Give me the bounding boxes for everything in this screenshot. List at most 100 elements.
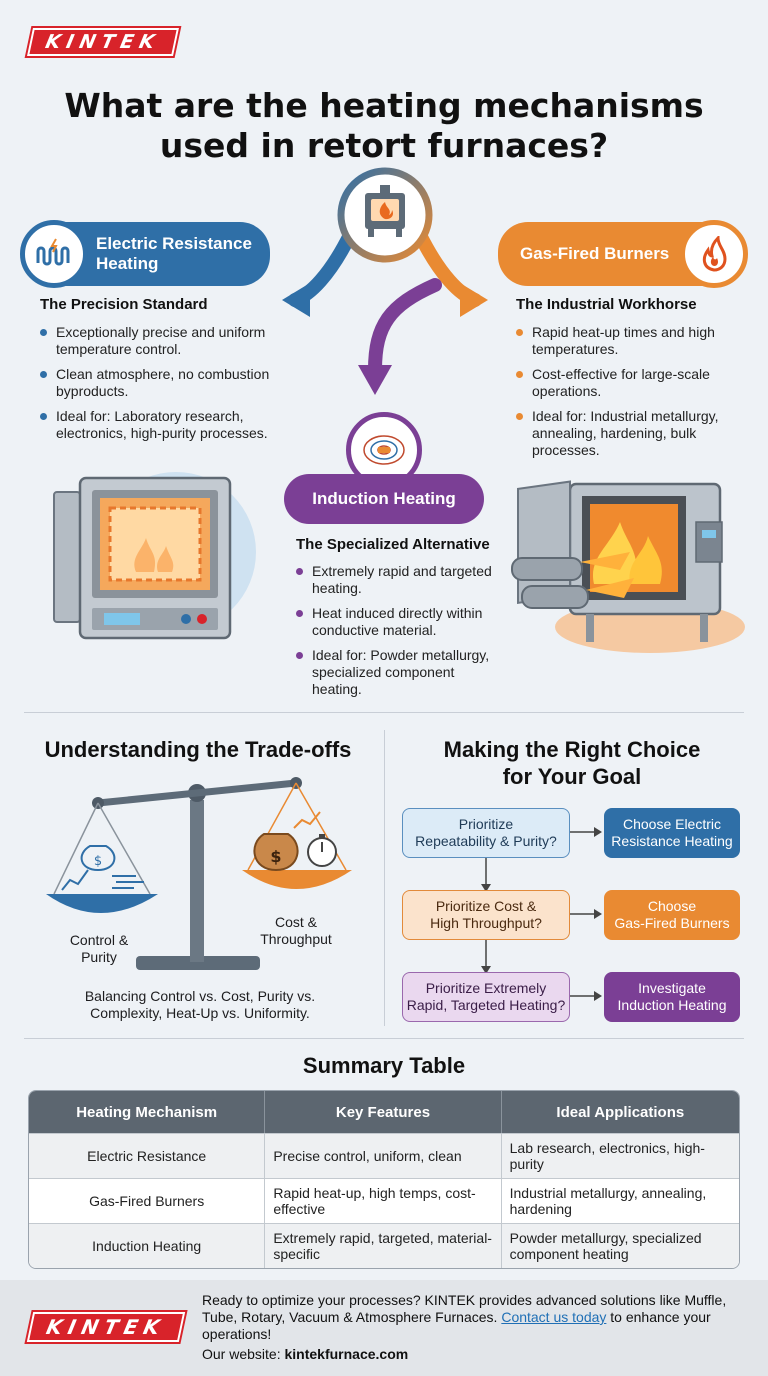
summary-table-wrap: Heating Mechanism Key Features Ideal App…	[28, 1090, 740, 1269]
q-line: Prioritize Cost &	[435, 898, 537, 914]
electric-bullet: Clean atmosphere, no combustion byproduc…	[38, 366, 283, 400]
cost-label-line2: Throughput	[260, 931, 332, 947]
electric-furnace-illustration	[53, 472, 256, 640]
website-link[interactable]: kintekfurnace.com	[284, 1346, 409, 1362]
website-label: Our website:	[202, 1346, 281, 1362]
electric-label-line1: Electric Resistance	[96, 234, 252, 253]
caption-line2: Complexity, Heat-Up vs. Uniformity.	[90, 1005, 310, 1021]
tradeoffs-caption: Balancing Control vs. Cost, Purity vs. C…	[24, 988, 376, 1022]
a-line: Choose	[647, 898, 697, 914]
table-cell: Rapid heat-up, high temps, cost-effectiv…	[265, 1178, 502, 1223]
money-bag-icon: $	[80, 845, 116, 872]
electric-label-line2: Heating	[96, 254, 159, 273]
footer-text: Ready to optimize your processes? KINTEK…	[202, 1292, 732, 1343]
table-cell: Extremely rapid, targeted, material-spec…	[265, 1223, 502, 1268]
svg-text:$: $	[270, 847, 281, 866]
stopwatch-icon	[307, 834, 337, 867]
gas-bullet: Rapid heat-up times and high temperature…	[514, 324, 744, 358]
svg-text:$: $	[94, 854, 102, 869]
a-line: Induction Heating	[617, 997, 727, 1013]
choice-title-line2: for Your Goal	[502, 764, 642, 789]
logo-text: KINTEK	[43, 31, 163, 53]
electric-bullets: Exceptionally precise and uniform temper…	[38, 324, 283, 450]
title-line-1: What are the heating mechanisms	[64, 86, 704, 125]
summary-title: Summary Table	[302, 1053, 466, 1078]
gas-bullet: Cost-effective for large-scale operation…	[514, 366, 744, 400]
footer-text-before: Ready to optimize your processes? KINTEK…	[202, 1292, 727, 1325]
wind-icon	[112, 875, 144, 889]
induction-label-text: Induction Heating	[312, 489, 456, 508]
choice-title-line1: Making the Right Choice	[443, 737, 701, 762]
induction-bullets: Extremely rapid and targeted heating. He…	[294, 563, 504, 706]
gas-furnace-illustration	[511, 480, 745, 653]
gas-bullet: Ideal for: Industrial metallurgy, anneal…	[514, 408, 744, 459]
mechanism-arrows	[282, 167, 488, 395]
furnace-icon	[365, 185, 405, 237]
footer-logo-text: KINTEK	[44, 1315, 168, 1339]
gas-label-text: Gas-Fired Burners	[520, 244, 670, 263]
a-line: Gas-Fired Burners	[614, 915, 730, 931]
a-line: Resistance Heating	[611, 833, 733, 849]
electric-bullet: Exceptionally precise and uniform temper…	[38, 324, 283, 358]
brand-logo[interactable]: KINTEK	[27, 28, 179, 56]
q-line: Prioritize Extremely	[425, 980, 547, 996]
table-cell: Industrial metallurgy, annealing, harden…	[501, 1178, 739, 1223]
q-line: Repeatability & Purity?	[415, 833, 557, 849]
section-divider	[24, 1038, 744, 1039]
table-cell: Induction Heating	[29, 1223, 266, 1268]
a-line: Choose Electric	[622, 816, 722, 832]
question-cost: Prioritize Cost &High Throughput?	[402, 890, 570, 940]
table-row: Gas-Fired Burners Rapid heat-up, high te…	[29, 1178, 739, 1223]
induction-bullet: Ideal for: Powder metallurgy, specialize…	[294, 647, 504, 698]
table-header: Heating Mechanism	[29, 1091, 266, 1133]
q-line: High Throughput?	[430, 915, 542, 931]
tradeoffs-title: Understanding the Trade-offs	[44, 737, 352, 762]
induction-subtitle: The Specialized Alternative	[296, 536, 490, 553]
cost-label-line1: Cost &	[274, 914, 317, 930]
table-header: Key Features	[265, 1091, 502, 1133]
section-divider	[24, 712, 744, 713]
column-divider	[384, 730, 385, 1026]
summary-table: Heating Mechanism Key Features Ideal App…	[28, 1090, 740, 1269]
table-row: Electric Resistance Precise control, uni…	[29, 1133, 739, 1178]
title-line-2: used in retort furnaces?	[159, 126, 609, 165]
induction-label: Induction Heating	[284, 474, 484, 524]
coin-bag-icon: $	[253, 833, 299, 872]
table-row: Induction Heating Extremely rapid, targe…	[29, 1223, 739, 1268]
page-title: What are the heating mechanisms used in …	[40, 86, 728, 166]
table-header-row: Heating Mechanism Key Features Ideal App…	[29, 1091, 739, 1133]
flame-icon	[680, 220, 748, 288]
chart-icon	[61, 869, 89, 891]
caption-line1: Balancing Control vs. Cost, Purity vs.	[84, 988, 316, 1004]
flow-connectors	[481, 827, 602, 1001]
control-label-line2: Purity	[81, 949, 117, 965]
control-label-line1: Control &	[69, 932, 129, 948]
balance-scale-illustration: $ $	[46, 777, 352, 970]
control-purity-label: Control & Purity	[54, 932, 144, 966]
induction-bullet: Heat induced directly within conductive …	[294, 605, 504, 639]
electric-subtitle: The Precision Standard	[40, 296, 208, 313]
table-header: Ideal Applications	[501, 1091, 739, 1133]
table-cell: Lab research, electronics, high-purity	[501, 1133, 739, 1178]
a-line: Investigate	[638, 980, 706, 996]
induction-bullet: Extremely rapid and targeted heating.	[294, 563, 504, 597]
electric-bullet: Ideal for: Laboratory research, electron…	[38, 408, 283, 442]
gas-subtitle: The Industrial Workhorse	[516, 296, 697, 313]
table-cell: Gas-Fired Burners	[29, 1178, 266, 1223]
footer-website: Our website: kintekfurnace.com	[202, 1346, 408, 1363]
choice-title: Making the Right Choice for Your Goal	[396, 736, 748, 790]
growth-chart-icon	[293, 811, 321, 829]
q-line: Prioritize	[458, 816, 514, 832]
gas-bullets: Rapid heat-up times and high temperature…	[514, 324, 744, 467]
q-line: Rapid, Targeted Heating?	[406, 997, 566, 1013]
footer-logo[interactable]: KINTEK	[26, 1312, 186, 1342]
cost-throughput-label: Cost & Throughput	[246, 914, 346, 948]
table-cell: Powder metallurgy, specialized component…	[501, 1223, 739, 1268]
contact-link[interactable]: Contact us today	[501, 1309, 607, 1325]
footer-text-after: to enhance your operations!	[202, 1309, 711, 1342]
